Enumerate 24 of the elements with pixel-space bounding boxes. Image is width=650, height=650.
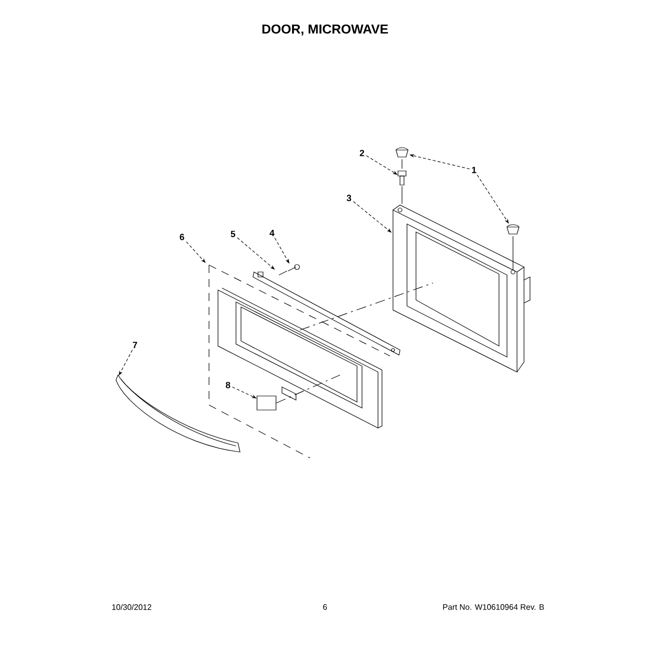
callout-number: 7	[132, 342, 138, 348]
callout-number: 3	[346, 194, 352, 202]
bracket-drawing	[252, 272, 400, 356]
callout-number: 1	[472, 166, 476, 174]
pin-line	[512, 236, 514, 270]
cap-drawing	[396, 147, 408, 158]
door-panel-drawing	[208, 264, 390, 458]
callout-number: 4	[270, 230, 274, 236]
part-number: Part No. W10610964 Rev. B	[443, 604, 544, 610]
centre-line	[300, 282, 434, 330]
callout-number: 6	[180, 234, 184, 240]
handle-drawing	[116, 374, 240, 452]
callout-number: 5	[230, 230, 236, 238]
date-text: 10/30/2012	[112, 604, 152, 610]
callout-number: 2	[360, 150, 364, 156]
title: DOOR, MICROWAVE	[262, 24, 388, 36]
screw-drawing	[398, 170, 406, 186]
frame-drawing	[392, 204, 530, 372]
callout-number: 8	[226, 382, 230, 388]
screw-drawing	[278, 264, 300, 276]
centre-line	[276, 374, 340, 404]
insert-box	[256, 396, 276, 410]
page-number: 6	[323, 604, 327, 610]
cap-drawing	[506, 224, 520, 234]
